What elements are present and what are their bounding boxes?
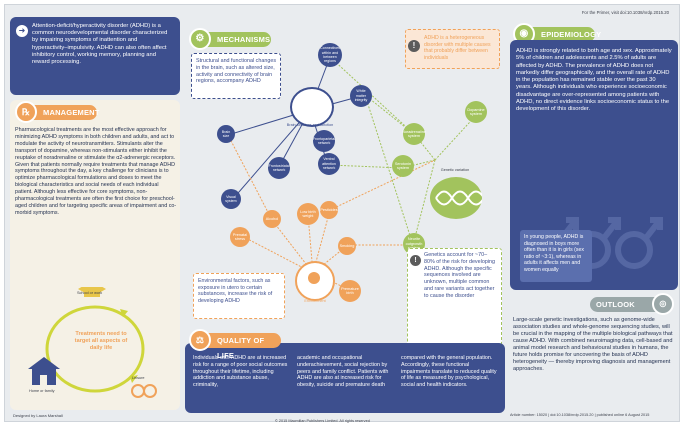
epidemiology-text: ADHD is strongly related to both age and… xyxy=(516,48,672,113)
node-serotonin: Serotonin system xyxy=(392,155,414,177)
binoculars-icon: ◎ xyxy=(652,293,674,315)
quality-header: ⚖ QUALITY OF LIFE xyxy=(189,329,281,360)
home-icon xyxy=(28,357,60,385)
male-symbol-icon xyxy=(615,217,663,269)
cycle-label-home: Home or family xyxy=(29,389,55,393)
outlook-header: OUTLOOK ◎ xyxy=(590,293,674,315)
node-pesticides: Pesticides xyxy=(320,201,338,219)
cycle-arrow xyxy=(130,375,138,383)
node-visual-system: Visual system xyxy=(221,189,241,209)
genetic-links xyxy=(329,56,481,246)
quality-panel xyxy=(185,343,505,413)
scales-icon: ⚖ xyxy=(189,329,211,351)
genetics-box: ! Genetics account for ~70–80% of the ri… xyxy=(407,248,502,348)
structural-box: Structural and functional changes in the… xyxy=(191,53,281,99)
node-ventral-attention: Ventral attention network xyxy=(318,153,340,175)
environment-text: Environmental factors, such as exposure … xyxy=(198,278,273,305)
node-connectives: Connectives within and between regions xyxy=(318,43,342,67)
quality-col3: compared with the general population. Ac… xyxy=(401,355,497,389)
node-premature-birth: Premature birth xyxy=(339,280,361,302)
school-icon xyxy=(78,287,106,297)
node-noradrenaline: Noradrenaline system xyxy=(402,123,426,145)
epidemiology-title: EPIDEMIOLOGY xyxy=(541,30,602,39)
node-brain-structure: Brain structure and function xyxy=(286,123,334,127)
designer-credit: Designed by Laura Marshall xyxy=(13,413,63,418)
gears-icon: ⚙ xyxy=(189,28,211,50)
node-alcohol: Alcohol xyxy=(263,210,281,228)
environment-box: Environmental factors, such as exposure … xyxy=(193,273,285,319)
cycle-label-leisure: Leisure xyxy=(132,376,145,380)
exclamation-icon: ! xyxy=(408,40,420,52)
cycle-center-text: Treatments need to target all aspects of… xyxy=(74,331,128,351)
environment-icon xyxy=(295,261,335,301)
quality-title: QUALITY OF LIFE xyxy=(217,336,265,360)
quality-col1: Individuals with ADHD are at increased r… xyxy=(193,355,288,389)
management-text: Pharmacological treatments are the most … xyxy=(15,127,177,216)
heterogeneous-box: ! ADHD is a heterogeneous disorder with … xyxy=(405,29,500,69)
node-brain-size: Brain size xyxy=(217,125,235,143)
network-links xyxy=(227,56,366,201)
node-prenatal-stress: Prenatal stress xyxy=(230,227,250,247)
brain-icon xyxy=(290,87,334,127)
node-low-birth-weight: Low birth weight xyxy=(297,203,319,225)
cycle-arrow xyxy=(120,309,128,317)
dna-icon xyxy=(430,177,482,219)
exclamation-icon: ! xyxy=(410,255,421,266)
copyright: © 2015 Macmillan Publishers Limited. All… xyxy=(275,419,370,423)
management-title: MANAGEMENT xyxy=(43,108,100,117)
quality-col2: academic and occupational underachieveme… xyxy=(297,355,389,389)
intro-text: Attention-deficit/hyperactivity disorder… xyxy=(32,23,168,66)
outlook-text: Large-scale genetic investigations, such… xyxy=(513,317,673,372)
node-white-matter: White matter integrity xyxy=(350,85,372,107)
infographic: For the Primer, visit doi:10.1038/nrdp.2… xyxy=(4,4,680,423)
genetics-text: Genetics account for ~70–80% of the risk… xyxy=(424,252,496,299)
cycle-diagram xyxy=(28,287,157,398)
node-smoking: Smoking xyxy=(338,237,356,255)
node-dopamine: Dopamine system xyxy=(465,101,487,123)
cycle-ring xyxy=(45,305,145,393)
management-header: ℞ MANAGEMENT xyxy=(15,101,100,123)
structural-text: Structural and functional changes in the… xyxy=(196,58,277,85)
leisure-icon xyxy=(131,384,145,398)
sex-ratio-box: In young people, ADHD is diagnosed in bo… xyxy=(520,230,592,282)
node-frontoparietal: Frontoparietal network xyxy=(313,130,335,152)
node-frontostriatal: Frontostriatal network xyxy=(268,157,290,179)
intro-panel: ➜ Attention-deficit/hyperactivity disord… xyxy=(10,17,180,95)
dna-strands xyxy=(435,190,482,206)
rx-icon: ℞ xyxy=(15,101,37,123)
cycle-label-school: School or work xyxy=(77,291,103,295)
citation[interactable]: For the Primer, visit doi:10.1038/nrdp.2… xyxy=(581,10,669,15)
outlook-title: OUTLOOK xyxy=(596,300,635,309)
article-info[interactable]: Article number: 15020 | doi:10.1038/nrdp… xyxy=(510,413,650,417)
heterogeneous-text: ADHD is a heterogeneous disorder with mu… xyxy=(424,35,491,61)
mechanisms-title: MECHANISMS xyxy=(217,35,271,44)
mechanisms-header: ⚙ MECHANISMS xyxy=(189,28,271,50)
arrow-icon: ➜ xyxy=(16,25,28,37)
node-genetic-variation: Genetic variation xyxy=(440,168,470,172)
management-panel xyxy=(10,100,180,410)
sex-ratio-text: In young people, ADHD is diagnosed in bo… xyxy=(524,234,584,273)
node-environment: Environment xyxy=(304,299,326,303)
